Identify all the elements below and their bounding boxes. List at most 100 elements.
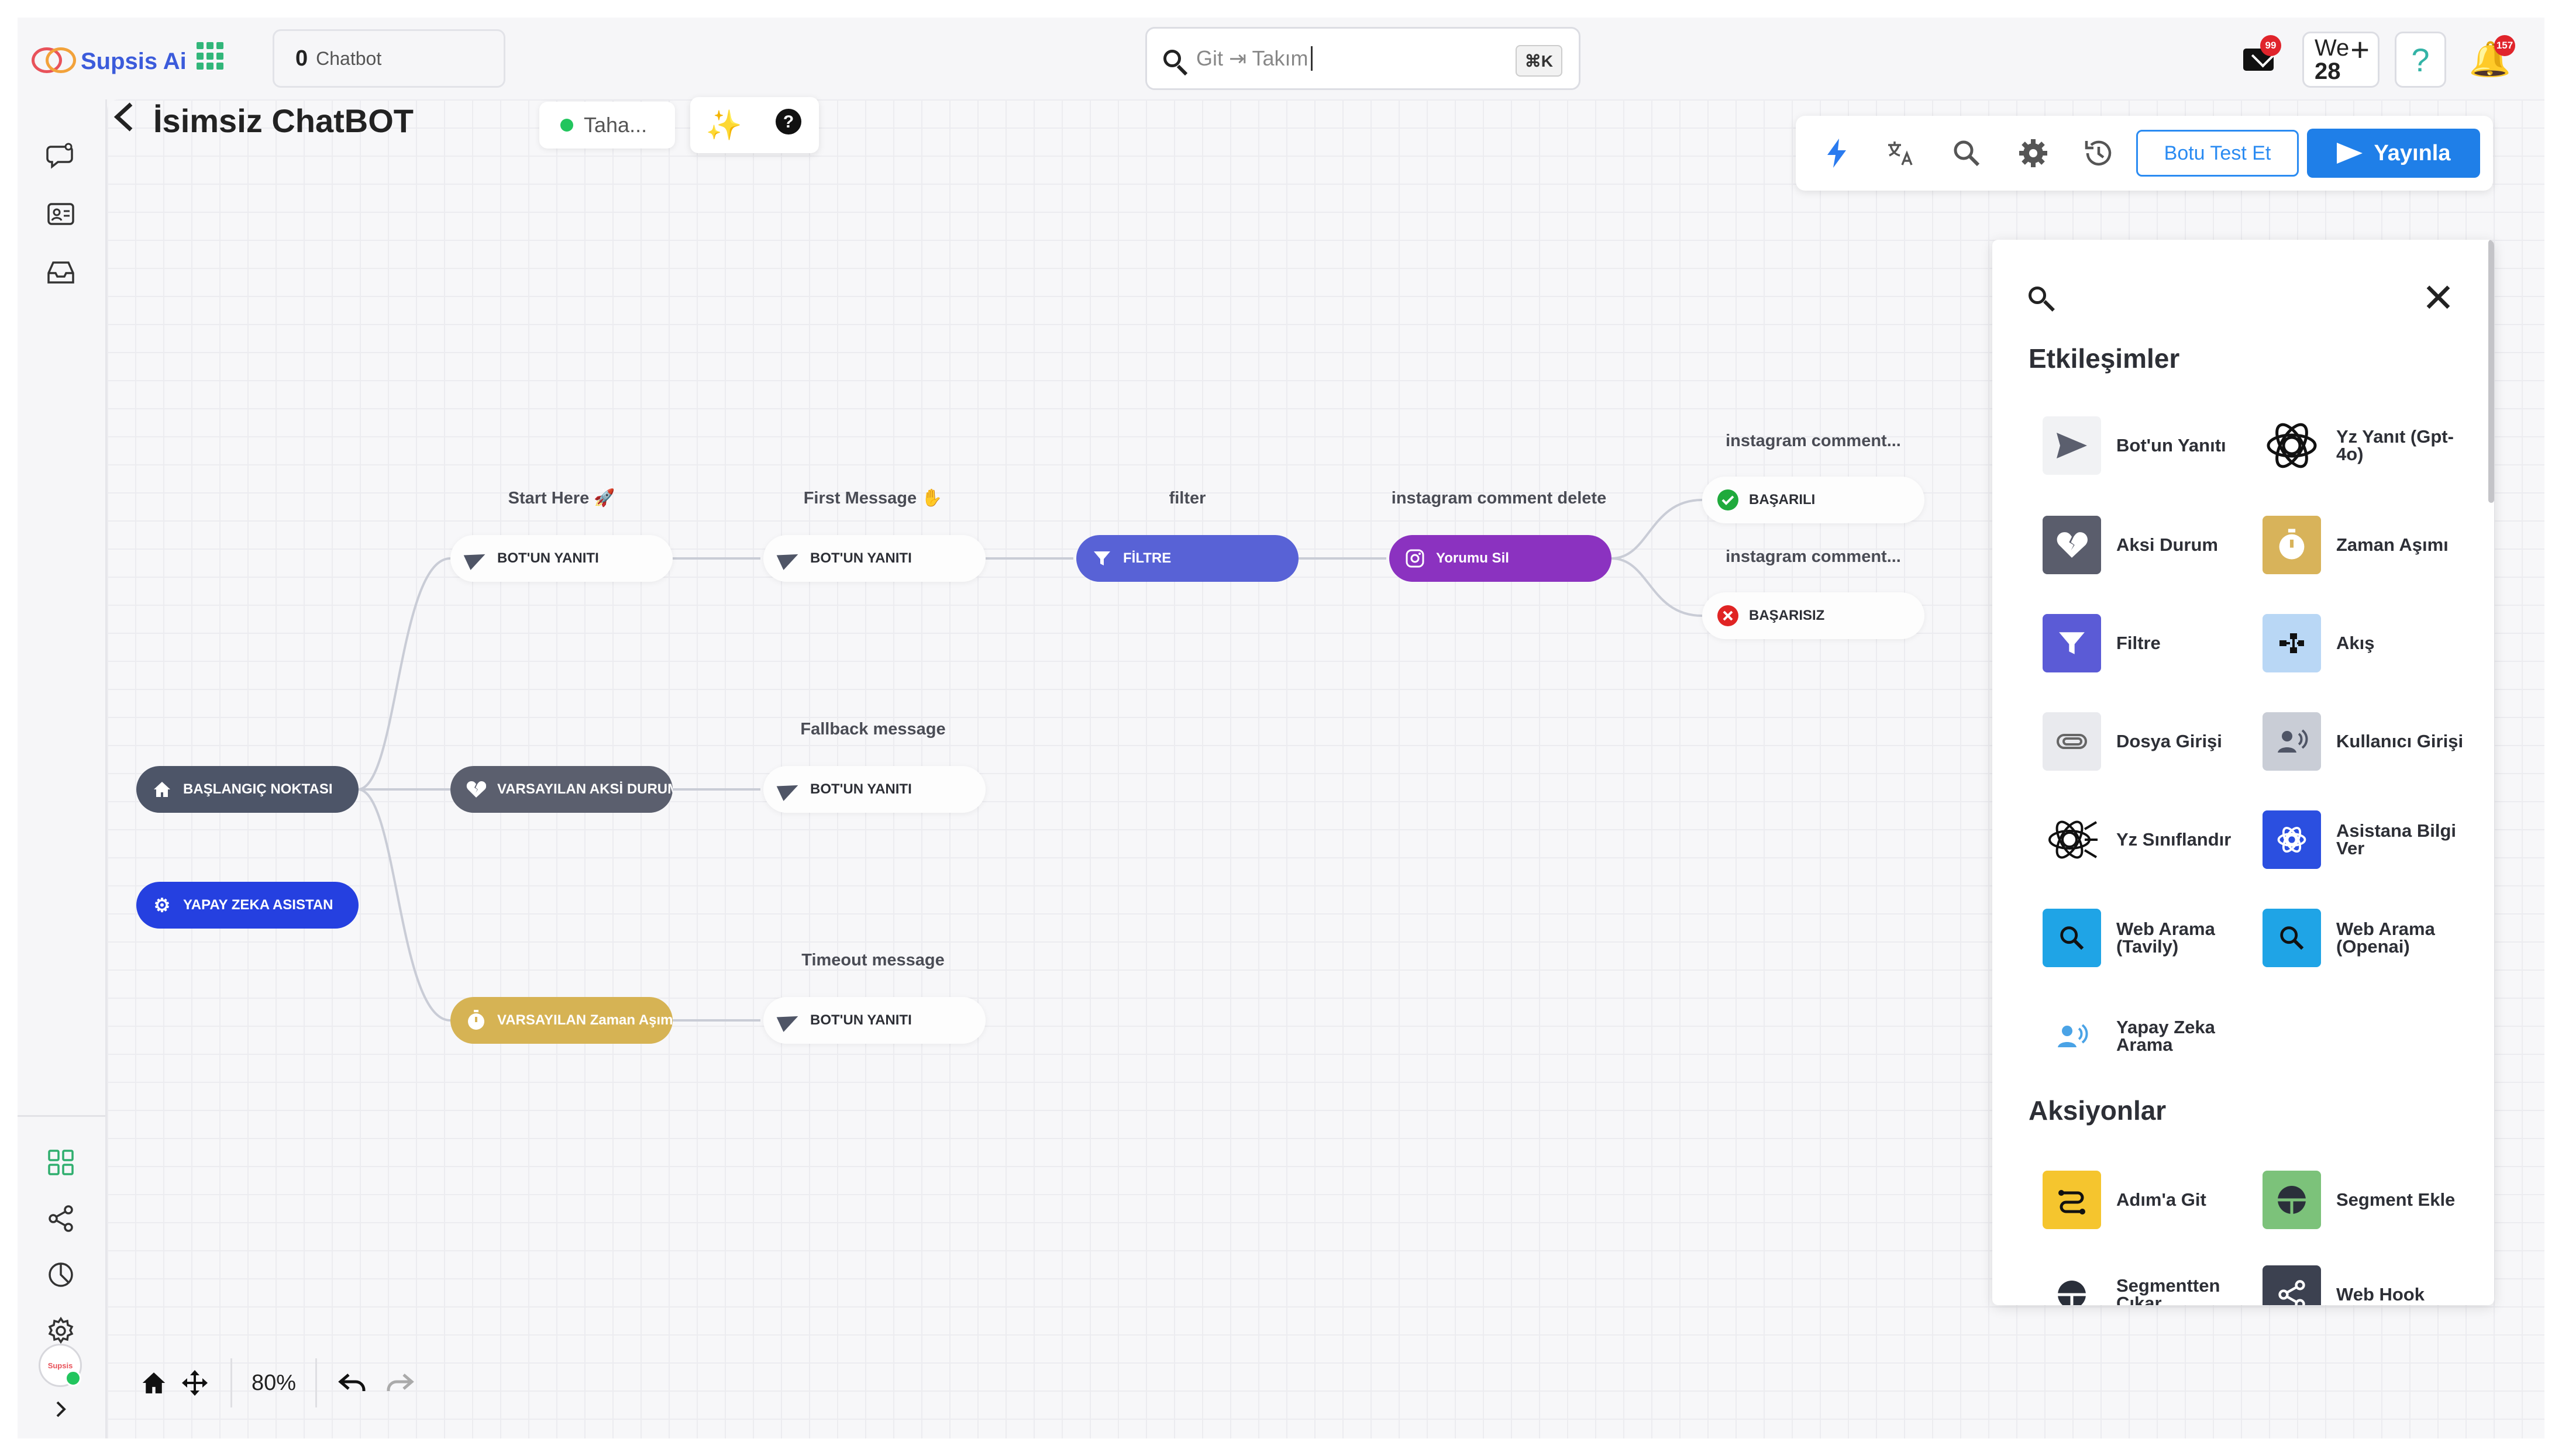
editor-user-chip[interactable]: Taha... [539, 102, 675, 149]
panel-scrollbar[interactable] [2488, 240, 2494, 503]
default-fallback-node[interactable]: VARSAYILAN AKSİ DURUM [450, 766, 673, 813]
palette-item-web-search-openai[interactable]: Web Arama (Openai) [2263, 908, 2473, 968]
user-avatar[interactable]: Supsis [39, 1344, 82, 1387]
zoom-level[interactable]: 80% [251, 1370, 297, 1395]
palette-item-timeout[interactable]: Zaman Aşımı [2263, 515, 2473, 575]
assistant-icon [2263, 810, 2321, 869]
test-bot-button[interactable]: Botu Test Et [2136, 130, 2299, 177]
sparkles-icon[interactable]: ✨ [705, 108, 743, 142]
chatbot-counter[interactable]: 0 Chatbot [273, 29, 505, 88]
integrations-icon[interactable] [44, 1202, 77, 1235]
node-title-start: Start Here 🚀 [508, 489, 615, 508]
question-icon: ? [2411, 41, 2430, 78]
segment-icon [2263, 1171, 2321, 1229]
success-node[interactable]: BAŞARILI [1702, 477, 1924, 523]
node-library-panel: ✕ Etkileşimler Bot'un Yanıtı Yz Yanıt (G… [1992, 240, 2494, 1305]
apps-grid-icon[interactable] [197, 42, 225, 70]
fail-node[interactable]: BAŞARISIZ [1702, 592, 1924, 639]
palette-item-user-input[interactable]: Kullanıcı Girişi [2263, 711, 2473, 772]
help-button[interactable]: ? [2395, 32, 2446, 88]
palette-item-web-search-tavily[interactable]: Web Arama (Tavily) [2043, 908, 2253, 968]
palette-item-web-hook[interactable]: Web Hook [2263, 1264, 2473, 1305]
palette-item-label: Yz Sınıflandır [2116, 829, 2232, 850]
we-label: We [2315, 35, 2350, 61]
delete-comment-node[interactable]: Yorumu Sil [1389, 535, 1611, 582]
segment-remove-icon [2043, 1265, 2101, 1305]
success-node-label: BAŞARILI [1749, 492, 1816, 508]
help-circle-icon[interactable]: ? [774, 107, 803, 143]
notifications-button[interactable]: 🔔 157 [2464, 32, 2516, 88]
x-circle-icon [1716, 604, 1740, 627]
palette-item-ai-search[interactable]: Yapay Zeka Arama [2043, 1006, 2253, 1067]
palette-item-remove-segment[interactable]: Segmentten Çıkar [2043, 1264, 2253, 1305]
start-node[interactable]: BAŞLANGIÇ NOKTASI [136, 766, 359, 813]
chatbot-count: 0 [295, 46, 308, 71]
default-timeout-node[interactable]: VARSAYILAN Zaman Aşımı [450, 997, 673, 1044]
online-dot [560, 119, 573, 132]
gear-icon[interactable] [2016, 136, 2051, 171]
undo-icon[interactable] [332, 1360, 373, 1406]
filter-icon [2043, 614, 2101, 672]
search-icon[interactable] [1949, 136, 1984, 171]
search-icon [2043, 909, 2101, 967]
section-actions-title: Aksiyonlar [2029, 1095, 2167, 1126]
openai-icon [2263, 416, 2321, 475]
filter-node[interactable]: FİLTRE [1076, 535, 1299, 582]
translate-icon[interactable] [1883, 136, 1919, 171]
history-icon[interactable] [2081, 136, 2116, 171]
inbox-icon[interactable] [44, 256, 77, 289]
palette-item-fallback[interactable]: Aksi Durum [2043, 515, 2253, 575]
default-timeout-node-label: VARSAYILAN Zaman Aşımı [497, 1012, 673, 1028]
broken-heart-icon [2043, 516, 2101, 574]
publish-button[interactable]: Yayınla [2307, 129, 2480, 178]
palette-item-flow[interactable]: Akış [2263, 613, 2473, 674]
brand-logo[interactable]: Supsis Ai [32, 41, 187, 82]
palette-item-bot-reply[interactable]: Bot'un Yanıtı [2043, 415, 2253, 476]
share-icon [2263, 1265, 2321, 1305]
search-icon[interactable] [2029, 287, 2055, 313]
expand-sidebar-icon[interactable] [44, 1393, 77, 1426]
ai-voice-icon [2043, 1007, 2101, 1065]
palette-item-file-input[interactable]: Dosya Girişi [2043, 711, 2253, 772]
send-icon [776, 1009, 802, 1032]
filter-icon [1090, 547, 1114, 570]
close-icon[interactable]: ✕ [2422, 276, 2455, 320]
bot-reply-node-2[interactable]: BOT'UN YANITI [763, 535, 986, 582]
we-button[interactable]: We 28 + [2302, 32, 2380, 88]
user-input-icon [2263, 712, 2321, 771]
palette-item-go-to-step[interactable]: Adım'a Git [2043, 1169, 2253, 1230]
bot-reply-node-2-label: BOT'UN YANITI [810, 550, 912, 566]
redo-icon[interactable] [373, 1360, 426, 1406]
delete-comment-node-label: Yorumu Sil [1436, 550, 1509, 566]
default-fallback-node-label: VARSAYILAN AKSİ DURUM [497, 781, 673, 797]
settings-icon[interactable] [44, 1314, 77, 1347]
home-icon[interactable] [133, 1360, 174, 1406]
palette-item-label: Aksi Durum [2116, 534, 2218, 555]
palette-item-label: Asistana Bilgi Ver [2336, 820, 2456, 858]
flow-icon [2263, 614, 2321, 672]
openai-icon: ⚙ [153, 895, 171, 916]
contacts-icon[interactable] [44, 198, 77, 230]
palette-item-ai-classify[interactable]: Yz Sınıflandır [2043, 809, 2253, 870]
lightning-icon[interactable] [1819, 136, 1854, 171]
palette-item-add-segment[interactable]: Segment Ekle [2263, 1169, 2473, 1230]
top-bar: Supsis Ai 0 Chatbot Git ⇥ Takım ⌘K 99 We… [18, 18, 2544, 99]
bot-reply-node-4[interactable]: BOT'UN YANITI [763, 997, 986, 1044]
move-icon[interactable] [174, 1360, 215, 1406]
ai-assistant-node[interactable]: ⚙ YAPAY ZEKA ASISTAN [136, 882, 359, 929]
back-arrow-icon[interactable] [111, 101, 137, 141]
bot-reply-node-3[interactable]: BOT'UN YANITI [763, 766, 986, 813]
mail-badge: 99 [2260, 35, 2281, 56]
palette-item-assistant-info[interactable]: Asistana Bilgi Ver [2263, 809, 2473, 870]
dashboard-icon[interactable] [44, 1146, 77, 1179]
supsis-logo-icon [32, 45, 76, 78]
palette-item-filter[interactable]: Filtre [2043, 613, 2253, 674]
stopwatch-icon [2263, 516, 2321, 574]
node-title-ig-delete: instagram comment delete [1391, 489, 1607, 508]
bot-reply-node-1[interactable]: BOT'UN YANITI [450, 535, 673, 582]
mail-button[interactable]: 99 [2232, 32, 2285, 88]
reports-icon[interactable] [44, 1258, 77, 1291]
chat-icon[interactable] [44, 139, 77, 172]
palette-item-ai-reply[interactable]: Yz Yanıt (Gpt-4o) [2263, 415, 2473, 476]
global-search-input[interactable]: Git ⇥ Takım ⌘K [1145, 27, 1580, 90]
